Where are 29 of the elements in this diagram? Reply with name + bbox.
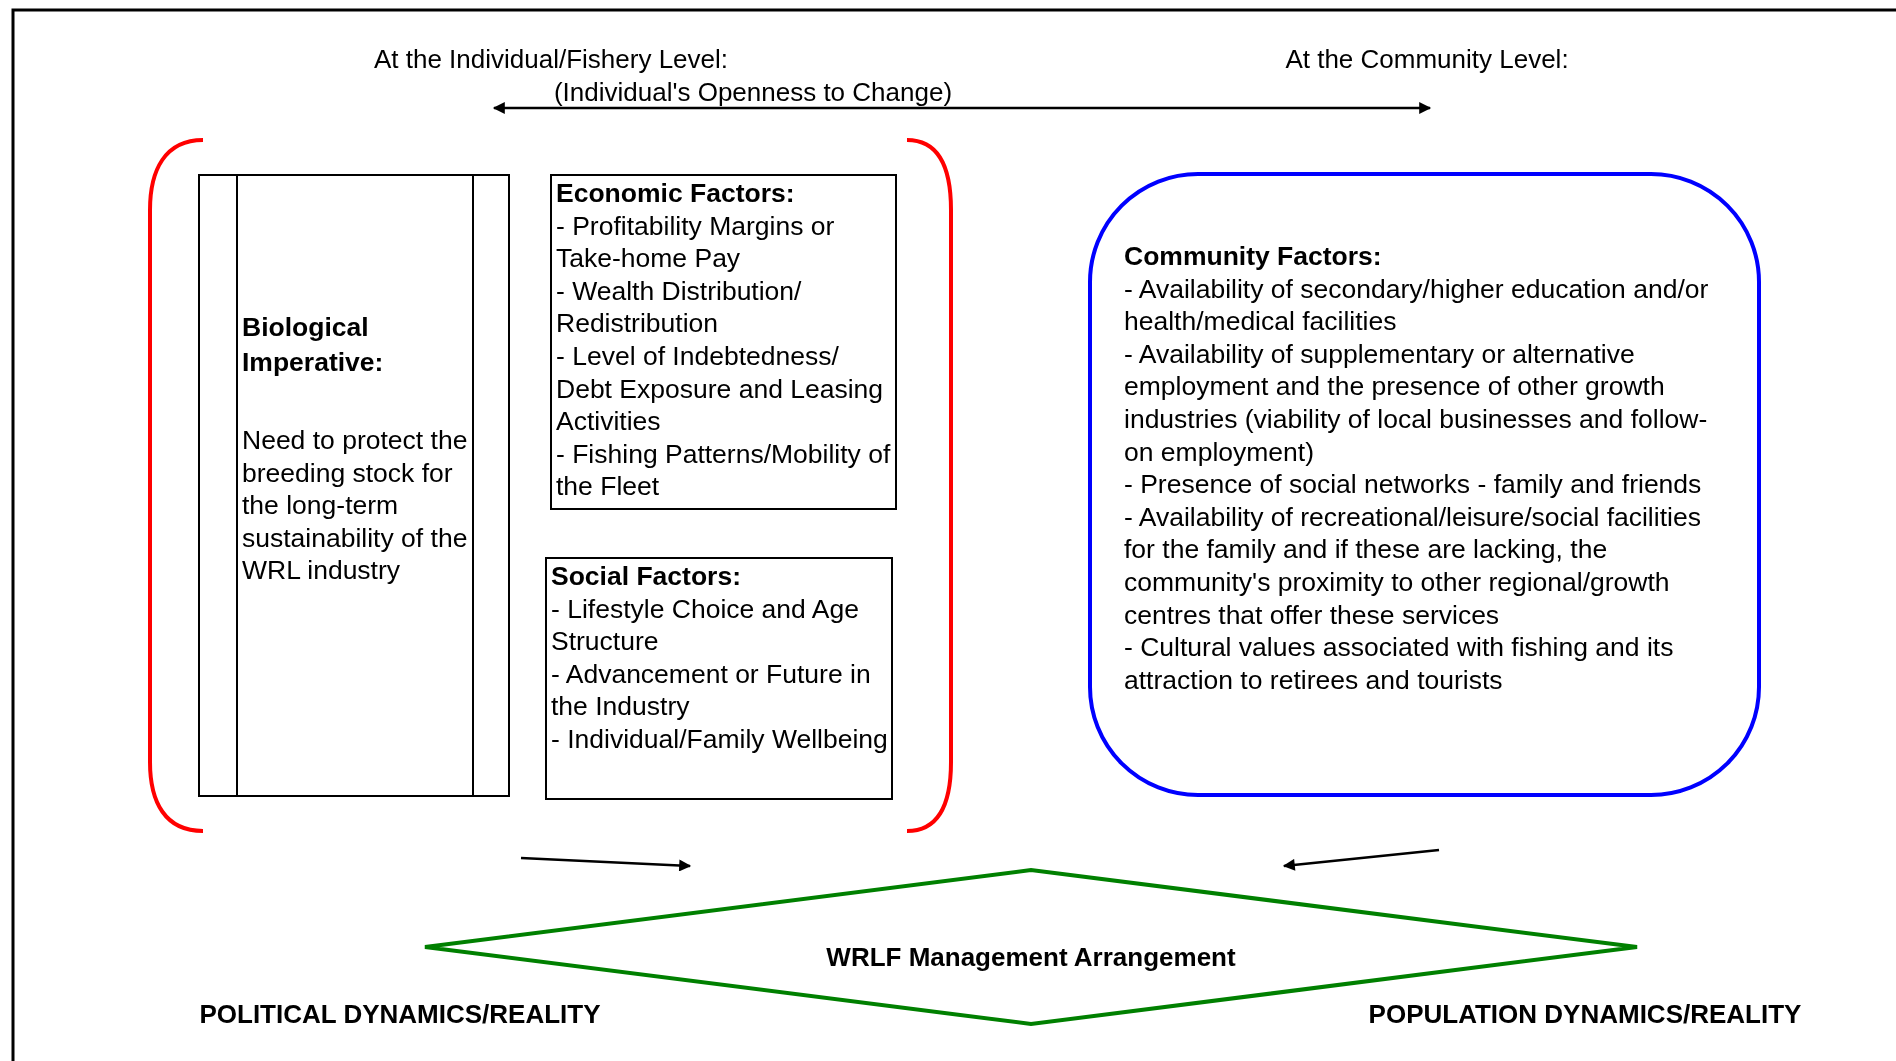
side-label: POPULATION DYNAMICS/REALITY <box>1368 999 1802 1029</box>
bullet-item: - Presence of social networks - family and friends <box>1124 468 1703 501</box>
description-text: Need to protect the breeding stock for the long-term sustainability of the WRL industry <box>242 424 469 587</box>
level-label: At the Community Level: <box>1285 44 1569 74</box>
bullet-item: - Wealth Distribution/ Redistribution <box>556 274 803 340</box>
bullet-item: - Availability of supplementary or alternative employment and the presence of other growth industries (viability of local businesses and follow-on employment) <box>1124 337 1709 469</box>
node-label: WRLF Management Arrangement <box>825 940 1237 974</box>
level-label: (Individual's Openness to Change) <box>553 77 953 107</box>
rounded-box <box>1088 172 1761 797</box>
bullet-item: - Cultural values associated with fishing and its attraction to retirees and tourists <box>1124 631 1675 697</box>
bullet-item: - Level of Indebtedness/ Debt Exposure and Leasing Activities <box>556 339 885 438</box>
text-box <box>545 557 893 800</box>
arrow <box>520 856 692 872</box>
node-heading: Economic Factors: <box>556 177 796 210</box>
side-label: POLITICAL DYNAMICS/REALITY <box>199 999 601 1029</box>
node-heading: Biological Imperative: <box>242 311 385 379</box>
node-heading: Social Factors: <box>551 560 742 593</box>
bullet-item: - Advancement or Future in the Industry <box>551 657 872 723</box>
text-box <box>550 174 897 510</box>
node-heading: Community Factors: <box>1124 240 1383 273</box>
level-label: At the Individual/Fishery Level: <box>373 44 729 74</box>
bullet-item: - Lifestyle Choice and Age Structure <box>551 592 860 658</box>
bullet-item: - Fishing Patterns/Mobility of the Fleet <box>556 437 892 503</box>
bullet-item: - Individual/Family Wellbeing <box>551 722 889 756</box>
arrow <box>1282 848 1440 871</box>
bullet-item: - Availability of secondary/higher education and/or health/medical facilities <box>1124 272 1710 338</box>
bullet-item: - Profitability Margins or Take-home Pay <box>556 209 836 275</box>
panel-box <box>198 174 510 797</box>
bullet-item: - Availability of recreational/leisure/social facilities for the family and if these are lacking, the community's proximity to other regional/growth centres that offer these services <box>1124 500 1702 632</box>
